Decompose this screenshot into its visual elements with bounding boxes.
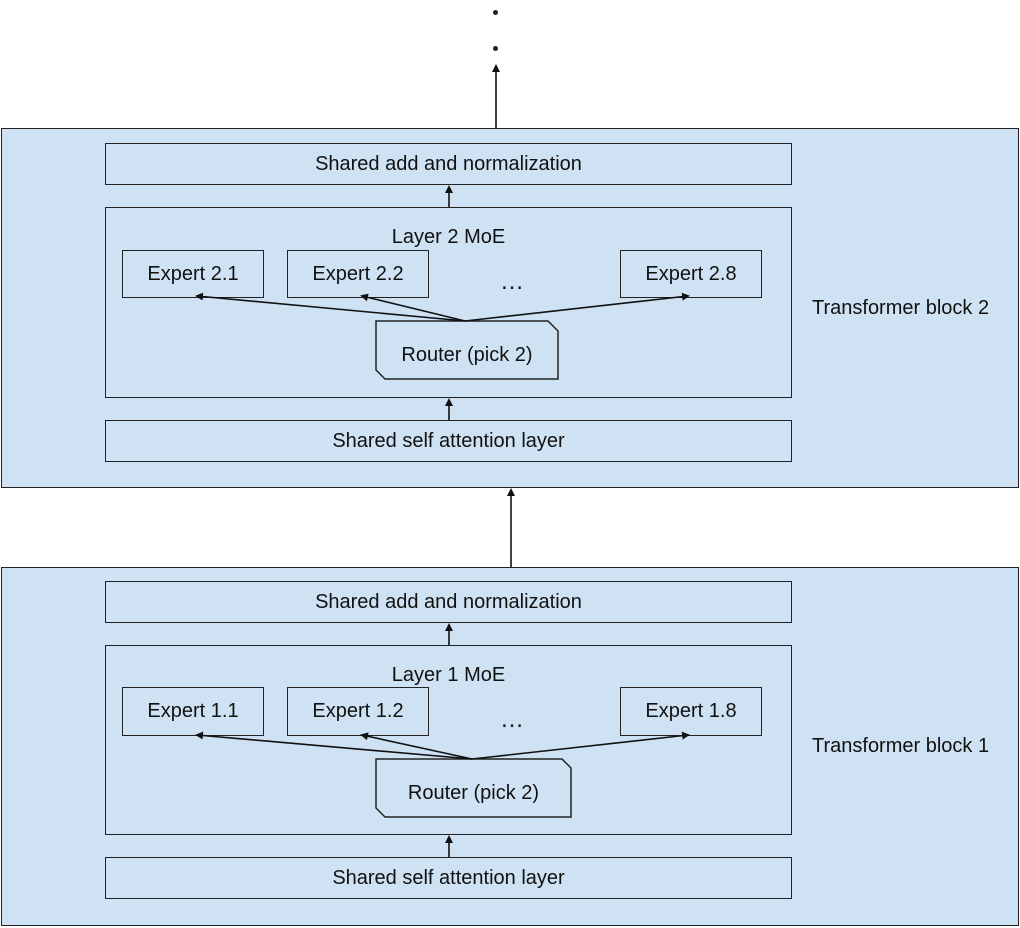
block1-moe-title: Layer 1 MoE bbox=[391, 664, 506, 686]
block1-attention-layer: Shared self attention layer bbox=[105, 857, 792, 899]
block2-norm-layer: Shared add and normalization bbox=[105, 143, 792, 185]
block1-ellipsis: … bbox=[500, 706, 526, 733]
block2-ellipsis: … bbox=[500, 268, 526, 295]
block2-expert-2-label: Expert 2.2 bbox=[312, 262, 404, 285]
block1-expert-8-label: Expert 1.8 bbox=[645, 700, 737, 722]
block2-moe-title: Layer 2 MoE bbox=[391, 226, 506, 248]
continuation-dot-1 bbox=[493, 10, 498, 15]
continuation-dot-2 bbox=[493, 46, 498, 51]
block2-attention-layer: Shared self attention layer bbox=[105, 420, 792, 462]
block2-expert-8: Expert 2.8 bbox=[620, 250, 762, 298]
block1-moe-layer: Layer 1 MoE bbox=[105, 645, 792, 835]
block1-router-label: Router (pick 2) bbox=[407, 782, 540, 804]
block2-expert-2: Expert 2.2 bbox=[287, 250, 429, 298]
block1-expert-1: Expert 1.1 bbox=[122, 687, 264, 736]
block1-label: Transformer block 1 bbox=[812, 735, 990, 757]
block1-attention-label: Shared self attention layer bbox=[332, 866, 565, 889]
block2-expert-8-label: Expert 2.8 bbox=[645, 262, 737, 285]
block1-expert-8: Expert 1.8 bbox=[620, 687, 762, 736]
block1-expert-1-label: Expert 1.1 bbox=[147, 700, 239, 722]
block2-norm-label: Shared add and normalization bbox=[315, 152, 582, 175]
block1-norm-label: Shared add and normalization bbox=[315, 590, 582, 613]
block1-expert-2-label: Expert 1.2 bbox=[312, 700, 404, 722]
block2-expert-1: Expert 2.1 bbox=[122, 250, 264, 298]
block1-expert-2: Expert 1.2 bbox=[287, 687, 429, 736]
block2-router-label: Router (pick 2) bbox=[401, 344, 533, 366]
block2-attention-label: Shared self attention layer bbox=[332, 429, 565, 452]
block2-expert-1-label: Expert 2.1 bbox=[147, 262, 239, 285]
block2-label: Transformer block 2 bbox=[812, 297, 990, 319]
block1-norm-layer: Shared add and normalization bbox=[105, 581, 792, 623]
block2-moe-layer: Layer 2 MoE bbox=[105, 207, 792, 398]
